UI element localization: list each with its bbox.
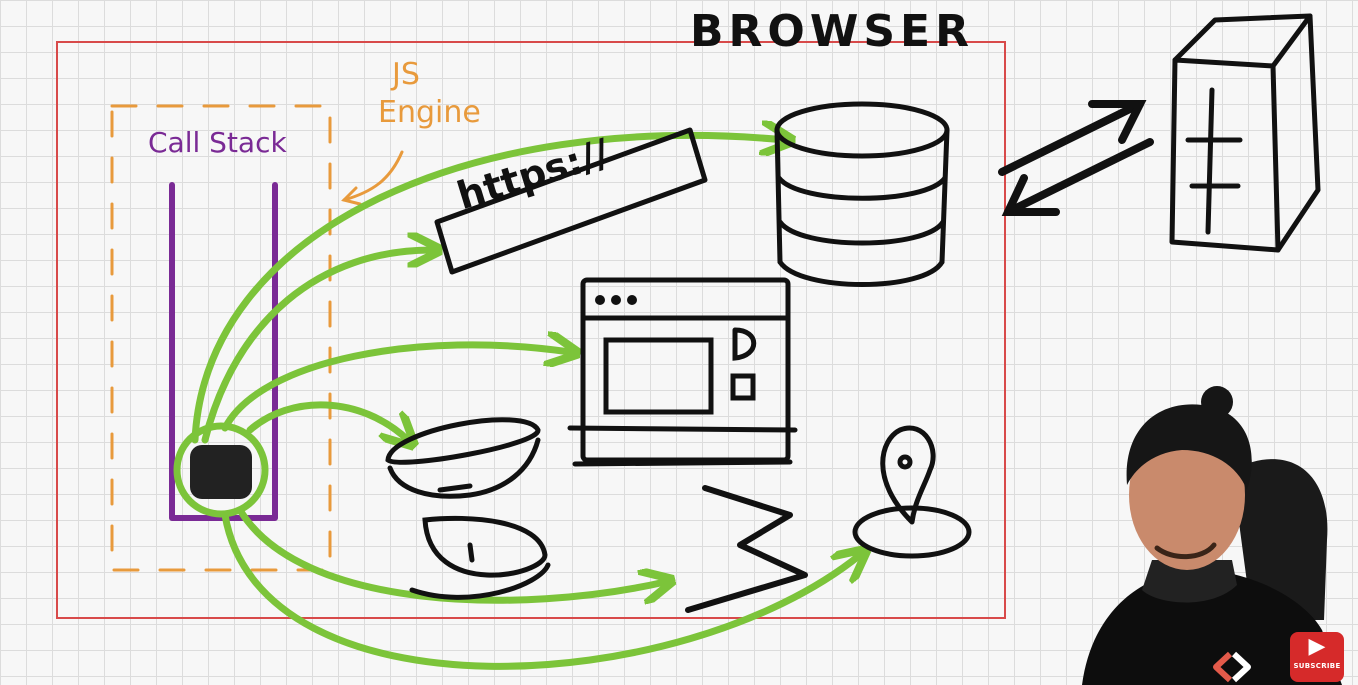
- hourglass-timer-icon: [385, 417, 551, 600]
- arrow-to-storage: [191, 135, 785, 444]
- js-engine-label-line1: JS: [392, 57, 420, 92]
- database-icon: [774, 101, 950, 287]
- js-engine-label: JS Engine: [378, 56, 481, 132]
- arrow-to-dom: [221, 345, 570, 432]
- subscribe-label: SUBSCRIBE: [1293, 662, 1341, 670]
- engine-pointer-head: [341, 186, 362, 206]
- channel-logo-icon: [1213, 651, 1251, 683]
- presenter-beard: [1154, 542, 1217, 560]
- presenter-webcam: [1082, 386, 1342, 685]
- presenter-hair-bun: [1201, 386, 1233, 418]
- engine-pointer-arrow: [342, 150, 404, 202]
- url-box: [434, 127, 708, 275]
- server-icon: [1169, 13, 1321, 253]
- sync-arrow-right-icon: [998, 100, 1144, 176]
- presenter-hair: [1126, 404, 1252, 490]
- stack-frame-highlight: [173, 422, 269, 518]
- arrow-to-bluetooth: [236, 506, 665, 600]
- arrow-to-timer: [246, 401, 408, 440]
- bluetooth-icon: [685, 485, 808, 613]
- presenter-hood: [1142, 560, 1237, 603]
- chair-back: [1232, 459, 1328, 620]
- arrow-to-location: [221, 511, 860, 670]
- sync-arrow-left-head: [1001, 174, 1060, 216]
- stack-frame-scribble: [190, 445, 252, 499]
- location-pin-icon: [852, 425, 972, 559]
- subscribe-button[interactable]: ▶ SUBSCRIBE: [1290, 632, 1344, 682]
- js-engine-dashed-box: [110, 104, 332, 572]
- dom-window-icon: [567, 277, 798, 467]
- sync-arrow-left-icon: [1004, 138, 1154, 216]
- sync-arrow-right-head: [1088, 100, 1147, 144]
- call-stack-title: Call Stack: [148, 126, 287, 159]
- browser-boundary: [56, 41, 1006, 619]
- presenter-face: [1129, 420, 1245, 570]
- play-icon: ▶: [1308, 634, 1326, 659]
- js-engine-label-line2: Engine: [378, 95, 481, 130]
- arrow-to-url: [201, 250, 432, 444]
- presenter-torso: [1082, 569, 1342, 685]
- browser-title: BROWSER: [690, 6, 974, 57]
